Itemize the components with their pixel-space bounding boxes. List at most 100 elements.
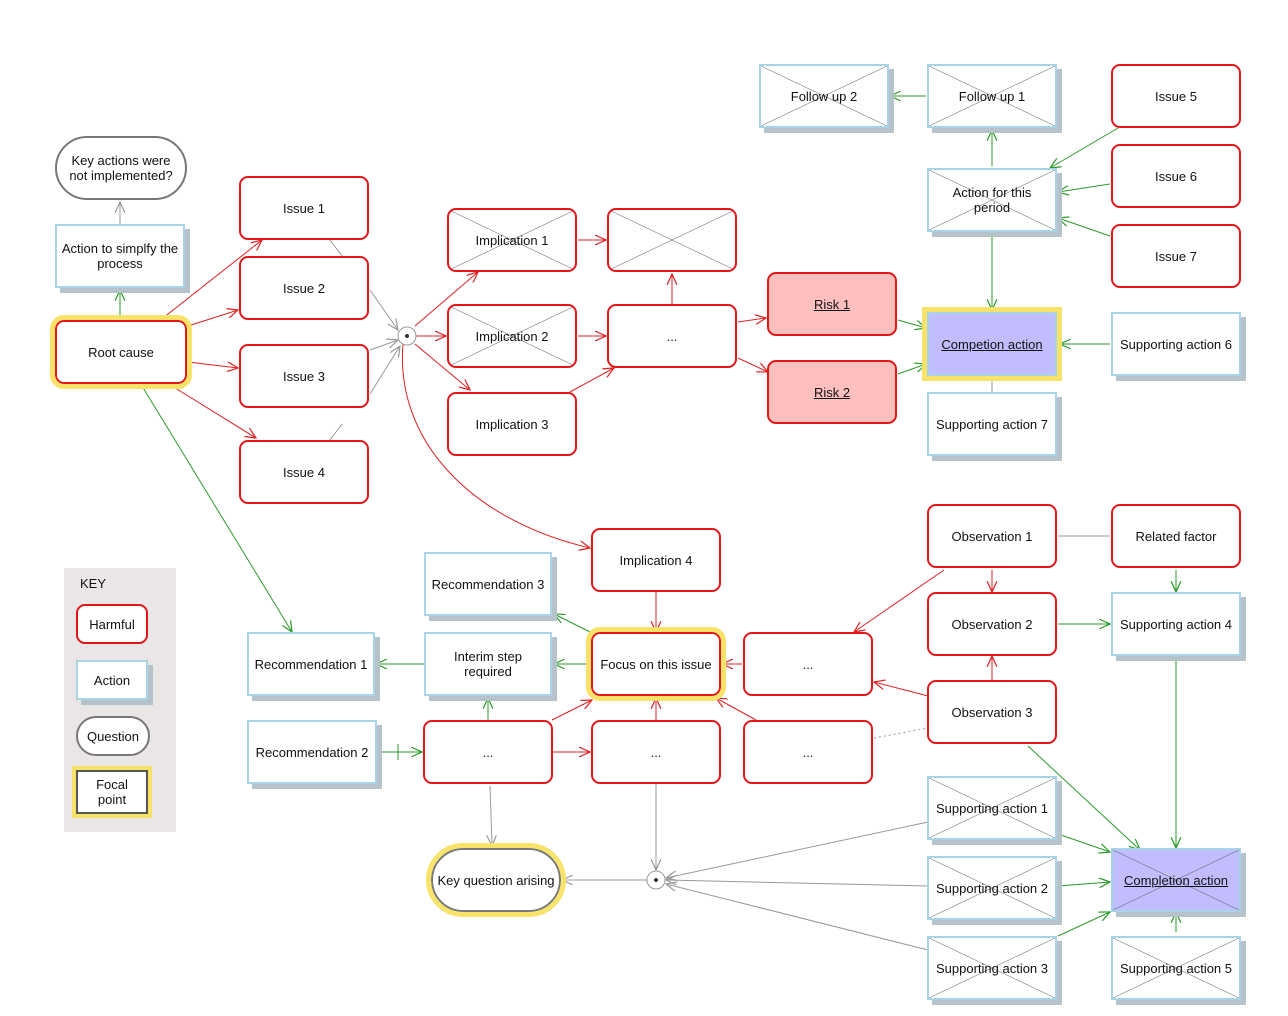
edge-junction-impl1 (414, 272, 478, 327)
risk-1[interactable]: Risk 1 (767, 272, 897, 336)
node-label: Issue 2 (283, 280, 325, 296)
competion-action[interactable]: Competion action (922, 307, 1062, 381)
issue-7[interactable]: Issue 7 (1111, 224, 1241, 288)
edge-obs3-dotted (873, 727, 929, 739)
root-cause[interactable]: Root cause (50, 315, 192, 389)
node-label: Observation 2 (951, 616, 1033, 632)
edge-mid-risk1 (737, 318, 766, 322)
edge-junction-impl4 (401, 343, 590, 548)
issue-6[interactable]: Issue 6 (1111, 144, 1241, 208)
node-label: Competion action (941, 336, 1043, 352)
node-label: Issue 6 (1155, 168, 1197, 184)
implication-4[interactable]: Implication 4 (591, 528, 721, 592)
node-label: Supporting action 1 (935, 800, 1049, 816)
related-factor[interactable]: Related factor (1111, 504, 1241, 568)
implication-2[interactable]: Implication 2 (447, 304, 577, 368)
ellipsis-bottom-mid-node[interactable]: ... (591, 720, 721, 784)
node-label: Implication 2 (475, 328, 549, 344)
follow-up-1[interactable]: Follow up 1 (927, 64, 1057, 128)
ellipsis-right-node[interactable]: ... (743, 632, 873, 696)
crossed-out-icon (1113, 938, 1239, 998)
junction-upper (397, 326, 417, 346)
node-label: Observation 1 (951, 528, 1033, 544)
node-label: Completion action (1123, 872, 1229, 888)
junction-lower (646, 870, 666, 890)
node-label: ... (802, 656, 814, 672)
edge-issue2-junction (369, 289, 398, 330)
issue-4[interactable]: Issue 4 (239, 440, 369, 504)
issue-1[interactable]: Issue 1 (239, 176, 369, 240)
completion-action[interactable]: Completion action (1111, 848, 1241, 912)
supporting-action-7[interactable]: Supporting action 7 (927, 392, 1057, 456)
edge-impl3-mid (569, 368, 614, 393)
ellipsis-middle-node[interactable]: ... (607, 304, 737, 368)
ellipsis-bottom-right-node[interactable]: ... (743, 720, 873, 784)
interim-step-required[interactable]: Interim step required (424, 632, 552, 696)
ellipsis-bottom-left-node[interactable]: ... (423, 720, 553, 784)
legend-label: Question (86, 728, 140, 744)
edge-bl-focus (551, 700, 592, 721)
edge-sup3-junction (666, 884, 929, 951)
legend-harmful: Harmful (76, 604, 148, 644)
edge-sup3-completion (1057, 912, 1110, 937)
implication-3[interactable]: Implication 3 (447, 392, 577, 456)
node-label: Issue 5 (1155, 88, 1197, 104)
node-label: Risk 1 (813, 296, 851, 312)
edge-risk2-comp (897, 364, 926, 375)
edge-issue5-period (1050, 127, 1119, 168)
observation-2[interactable]: Observation 2 (927, 592, 1057, 656)
edge-sup2-junction (666, 880, 929, 887)
key-question-arising[interactable]: Key question arising (426, 843, 566, 917)
issue-5[interactable]: Issue 5 (1111, 64, 1241, 128)
blank-crossed-node[interactable] (607, 208, 737, 272)
edge-issue6-period (1058, 183, 1111, 192)
focus-on-this-issue[interactable]: Focus on this issue (586, 627, 726, 701)
action-for-this-period[interactable]: Action for this period (927, 168, 1057, 232)
supporting-action-3[interactable]: Supporting action 3 (927, 936, 1057, 1000)
recommendation-2[interactable]: Recommendation 2 (247, 720, 377, 784)
node-label: Follow up 1 (958, 88, 1026, 104)
supporting-action-1[interactable]: Supporting action 1 (927, 776, 1057, 840)
follow-up-2[interactable]: Follow up 2 (759, 64, 889, 128)
observation-3[interactable]: Observation 3 (927, 680, 1057, 744)
node-label: ... (650, 744, 662, 760)
node-label: ... (802, 744, 814, 760)
supporting-action-4[interactable]: Supporting action 4 (1111, 592, 1241, 656)
risk-2[interactable]: Risk 2 (767, 360, 897, 424)
node-label: Supporting action 3 (935, 960, 1049, 976)
supporting-action-6[interactable]: Supporting action 6 (1111, 312, 1241, 376)
supporting-action-5[interactable]: Supporting action 5 (1111, 936, 1241, 1000)
node-label: Supporting action 7 (935, 416, 1049, 432)
edge-risk1-comp (897, 319, 926, 328)
edge-mid-risk2 (737, 357, 768, 372)
legend-focal-point: Focal point (72, 766, 152, 818)
implication-1[interactable]: Implication 1 (447, 208, 577, 272)
edge-obs3-completion (1027, 745, 1140, 850)
edge-root-issue1 (162, 240, 262, 319)
crossed-out-icon (929, 66, 1055, 126)
edge-root-rec1 (141, 385, 292, 632)
action-simplify-process[interactable]: Action to simplfy the process (55, 224, 185, 288)
edge-root-issue3 (187, 361, 238, 368)
node-label: Interim step required (454, 649, 522, 679)
node-label: Root cause (88, 344, 154, 360)
issue-3[interactable]: Issue 3 (239, 344, 369, 408)
crossed-out-icon (929, 938, 1055, 998)
node-label: Risk 2 (813, 384, 851, 400)
legend-label: Action (93, 672, 131, 688)
node-label: Supporting action 4 (1119, 616, 1233, 632)
edge-sup2-completion (1057, 882, 1110, 886)
edge-obs1-right (854, 569, 945, 632)
issue-2[interactable]: Issue 2 (239, 256, 369, 320)
recommendation-1[interactable]: Recommendation 1 (247, 632, 375, 696)
node-label: Recommendation 3 (431, 576, 545, 592)
supporting-action-2[interactable]: Supporting action 2 (927, 856, 1057, 920)
node-label: Recommendation 1 (254, 656, 368, 672)
recommendation-3[interactable]: Recommendation 3 (424, 552, 552, 616)
question-key-actions[interactable]: Key actions were not implemented? (55, 136, 187, 200)
node-label: Recommendation 2 (255, 744, 369, 760)
observation-1[interactable]: Observation 1 (927, 504, 1057, 568)
node-label: Issue 1 (283, 200, 325, 216)
crossed-out-icon (929, 170, 1055, 230)
node-label: ... (666, 328, 678, 344)
